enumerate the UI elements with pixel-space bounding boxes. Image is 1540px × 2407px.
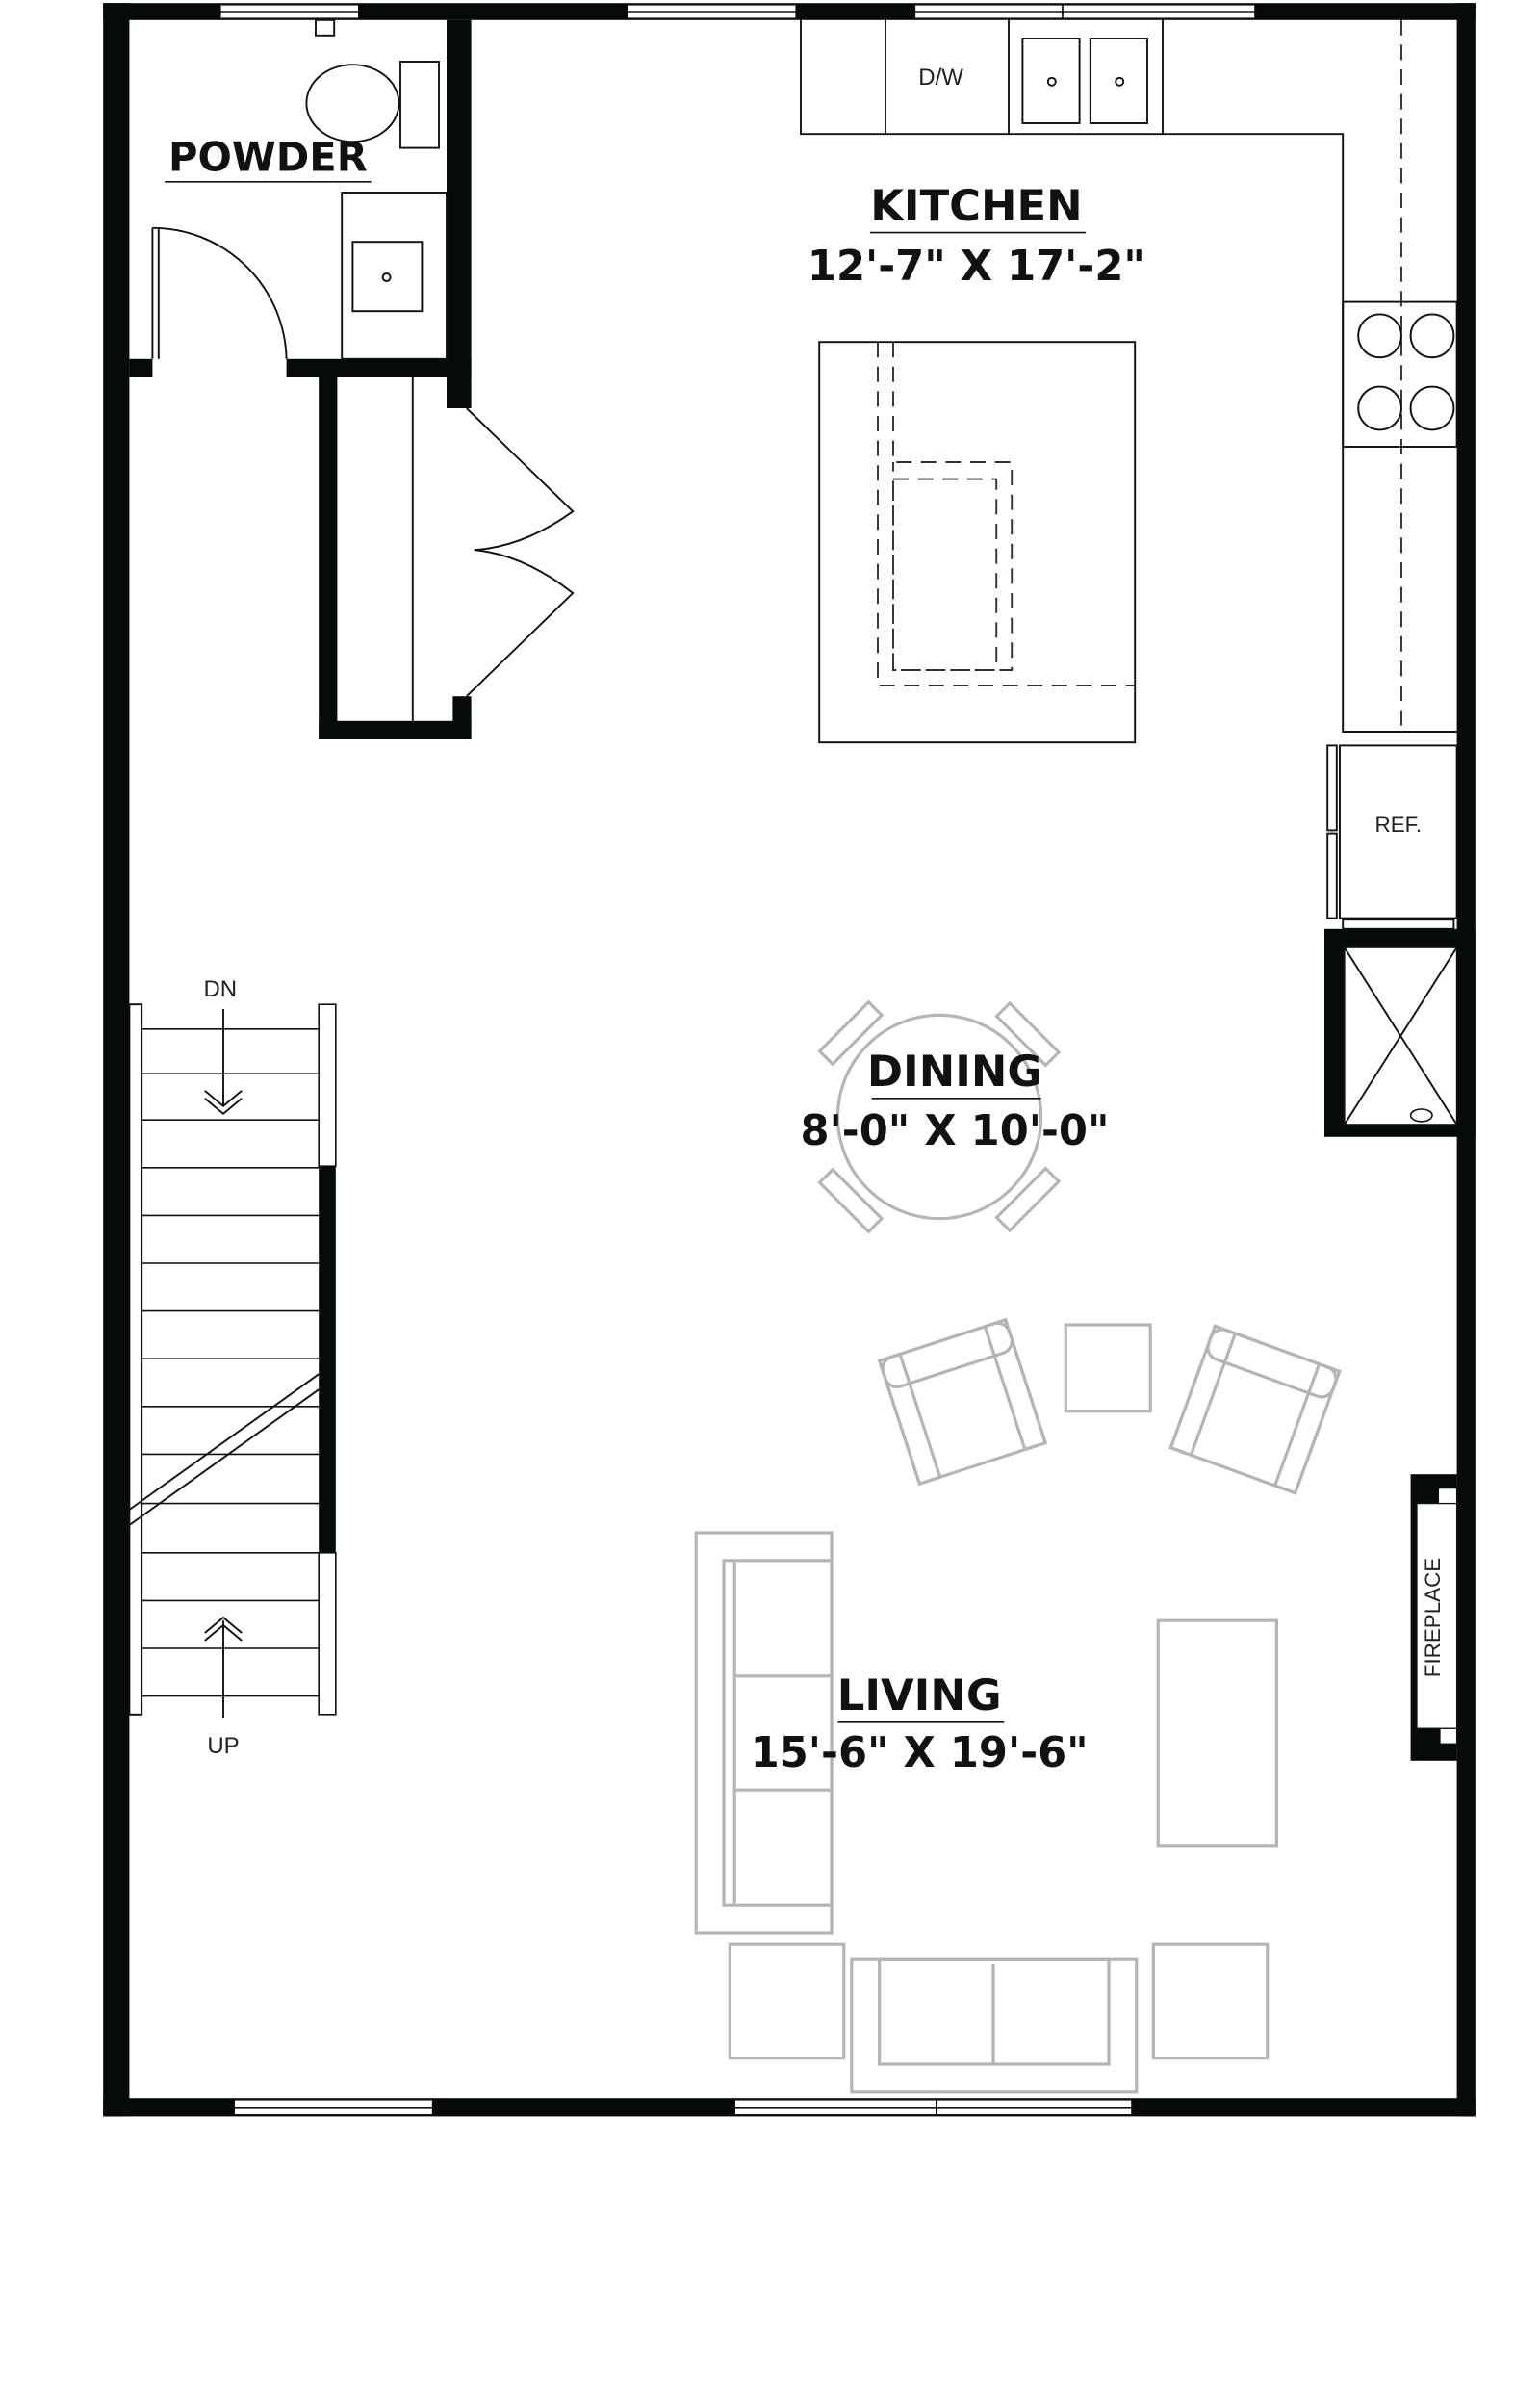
closet	[319, 377, 575, 739]
sink-icon	[1021, 38, 1148, 124]
exterior-walls	[103, 3, 1476, 2117]
living-furniture	[694, 1317, 1342, 2094]
vanity-icon	[341, 192, 448, 360]
powder-room: POWDER	[129, 18, 472, 409]
room-dimensions-living: 15'-6" X 19'-6"	[751, 1729, 1089, 1777]
mechanical-closet	[1324, 928, 1476, 1137]
refrigerator-label: REF.	[1375, 813, 1423, 837]
room-dimensions-dining: 8'-0" X 10'-0"	[801, 1107, 1110, 1155]
refrigerator: REF.	[1326, 744, 1458, 930]
stairs-up-label: UP	[207, 1733, 239, 1759]
bifold-door-icon	[466, 407, 575, 697]
arrow-down-icon	[204, 1090, 243, 1116]
room-dimensions-kitchen: 12'-7" X 17'-2"	[808, 243, 1145, 291]
kitchen: D/W KITCHEN 12'-7" X 17'-2"	[800, 19, 1458, 744]
windows	[219, 4, 1256, 2116]
room-label-kitchen: KITCHEN	[870, 180, 1082, 231]
stairs-down-label: DN	[203, 976, 237, 1002]
arrow-up-icon	[204, 1616, 243, 1642]
staircase[interactable]: DN UP	[128, 976, 337, 1759]
fireplace-label: FIREPLACE	[1421, 1558, 1445, 1677]
door-swing-icon	[152, 226, 288, 359]
room-label-powder: POWDER	[168, 134, 368, 181]
dishwasher-label: D/W	[918, 65, 963, 91]
kitchen-island	[818, 341, 1137, 744]
fireplace: FIREPLACE	[1410, 1474, 1458, 1761]
dining-table: DINING 8'-0" X 10'-0"	[801, 999, 1110, 1234]
room-label-living: LIVING	[837, 1669, 1002, 1721]
room-label-dining: DINING	[867, 1046, 1042, 1097]
toilet-icon	[305, 64, 400, 143]
stove-icon	[1342, 300, 1458, 448]
